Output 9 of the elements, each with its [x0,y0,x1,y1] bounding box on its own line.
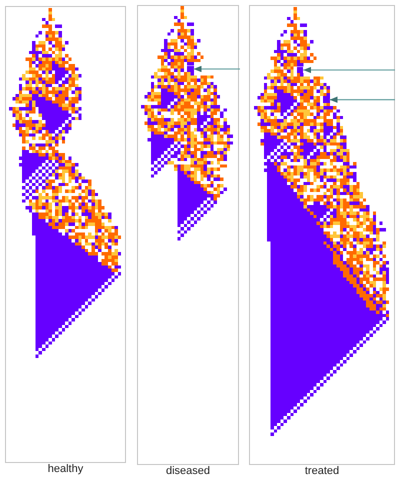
arrow [194,66,240,72]
pattern-cell [296,66,304,74]
pattern-cell [323,96,330,104]
arrow [330,96,395,103]
panel-caption: treated [304,465,340,477]
arrow [303,66,395,74]
panel-caption: diseased [166,465,210,477]
pattern-cell [186,66,194,72]
panel-caption: healthy [48,463,84,475]
